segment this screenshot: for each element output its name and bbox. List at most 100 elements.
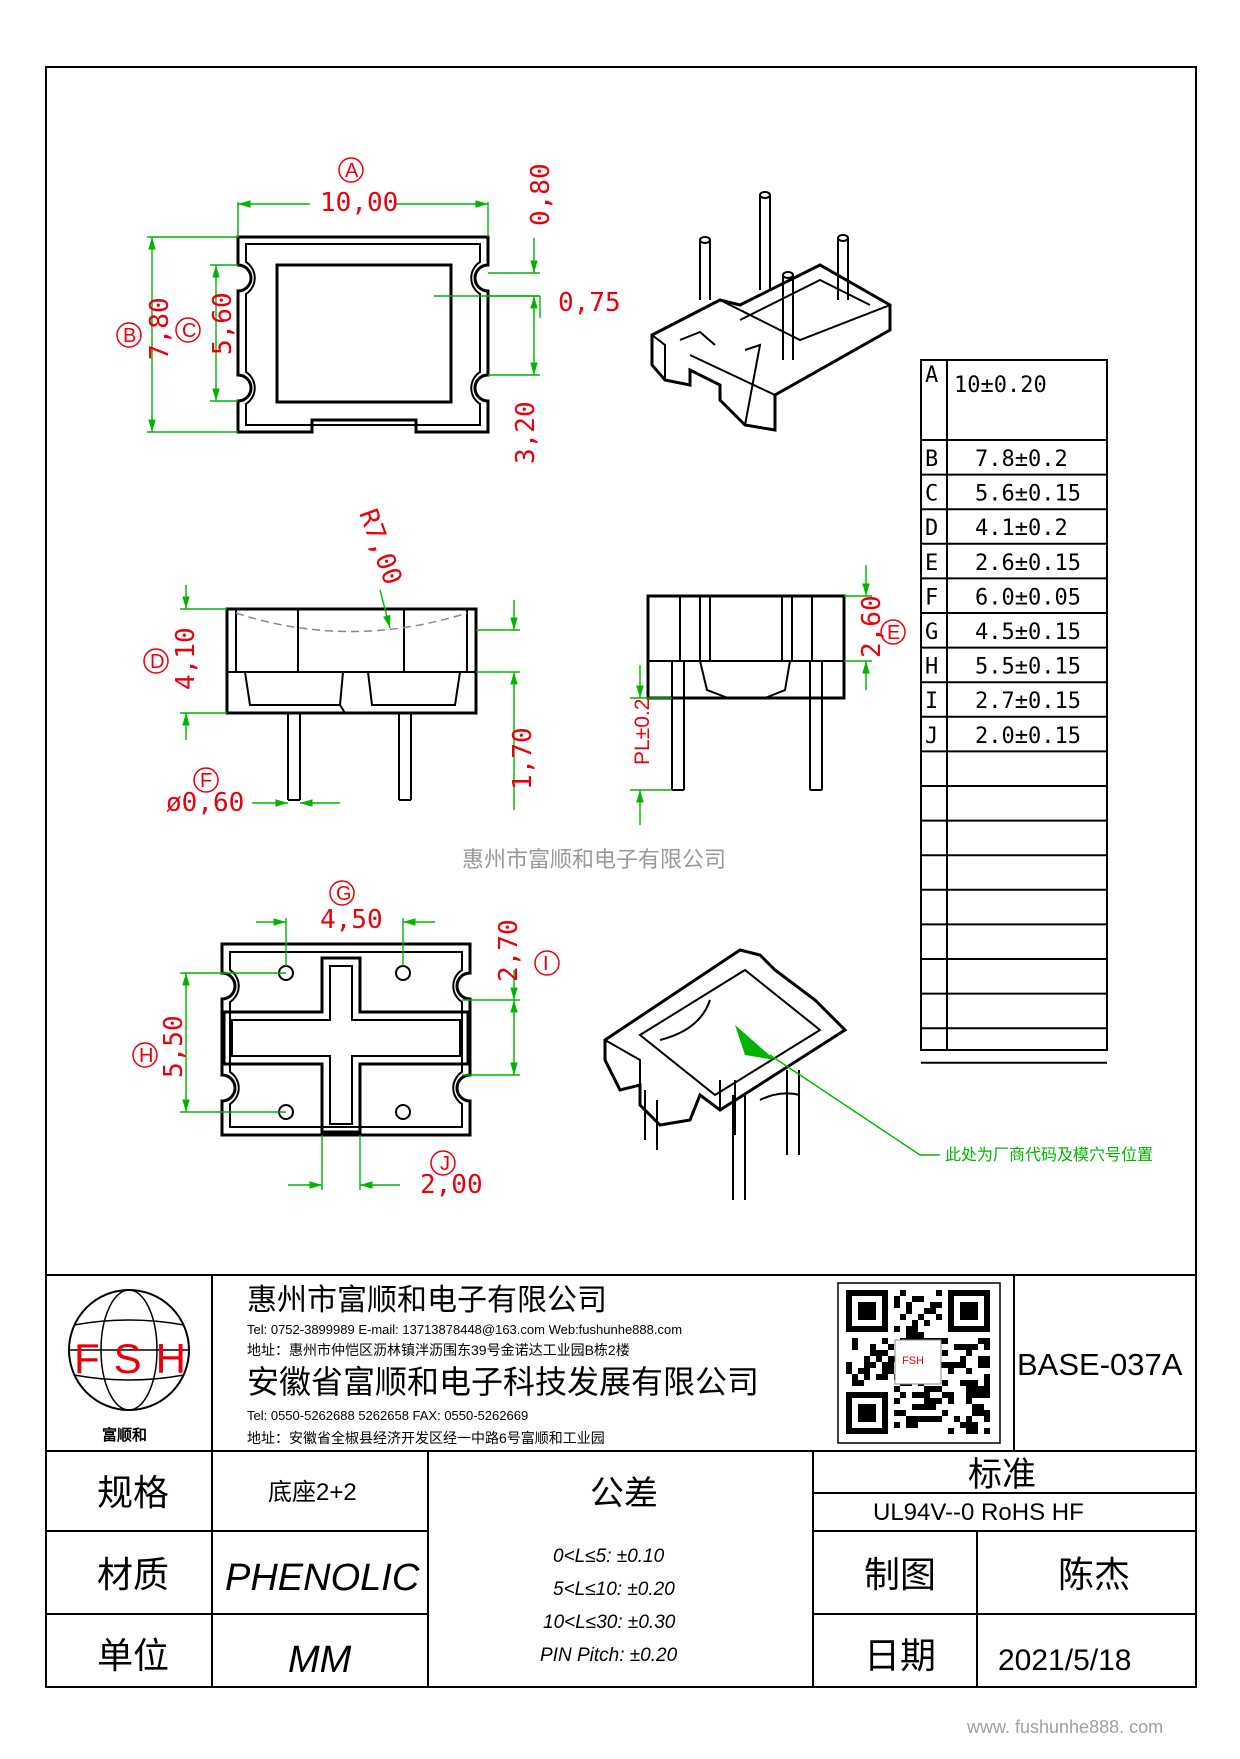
- qr-module: [906, 1416, 912, 1422]
- qr-module: [924, 1416, 930, 1422]
- qr-module: [960, 1356, 966, 1362]
- spec-value: 底座2+2: [268, 1479, 357, 1506]
- qr-module: [966, 1368, 972, 1374]
- qr-module: [912, 1326, 918, 1332]
- qr-module: [906, 1422, 912, 1428]
- qr-module: [924, 1404, 930, 1410]
- svg-text:E: E: [887, 622, 900, 644]
- qr-module: [966, 1386, 972, 1392]
- qr-module: [972, 1344, 978, 1350]
- label-e-marker: E: [880, 619, 906, 645]
- qr-module: [936, 1302, 942, 1308]
- qr-module: [906, 1332, 912, 1338]
- svg-text:G: G: [336, 883, 352, 905]
- label-d-marker: D: [143, 648, 169, 674]
- qr-module: [966, 1392, 972, 1398]
- qr-module: [858, 1380, 864, 1386]
- dim-h-value: 5,50: [159, 1015, 189, 1078]
- spec-row-label: A: [925, 363, 938, 388]
- qr-module: [912, 1320, 918, 1326]
- qr-module: [966, 1416, 972, 1422]
- spec-row-value: 5.5±0.15: [975, 655, 1081, 680]
- dim-c-value: 5,60: [208, 292, 238, 355]
- qr-module: [930, 1308, 936, 1314]
- qr-module: [918, 1332, 924, 1338]
- qr-module: [960, 1380, 966, 1386]
- logo-caption: 富顺和: [102, 1426, 147, 1444]
- spec-row-label: G: [925, 620, 938, 645]
- qr-module: [942, 1338, 948, 1344]
- qr-module: [966, 1344, 972, 1350]
- qr-module: [882, 1374, 888, 1380]
- qr-module: [936, 1398, 942, 1404]
- qr-module: [924, 1320, 930, 1326]
- qr-module: [924, 1308, 930, 1314]
- qr-module: [966, 1380, 972, 1386]
- qr-module: [852, 1374, 858, 1380]
- dim-pl-value: PL±0.2: [631, 699, 654, 765]
- qr-module: [852, 1338, 858, 1344]
- spec-row-value: 5.6±0.15: [975, 482, 1081, 507]
- title-block: FSH 富顺和 惠州市富顺和电子有限公司 Tel: 0752-3899989 E…: [46, 1274, 1196, 1687]
- qr-module: [864, 1356, 870, 1362]
- qr-finder: [858, 1302, 876, 1320]
- bottom-view: 4,50 2,70 5,50 2,00 G H I J: [132, 880, 560, 1200]
- qr-module: [984, 1344, 990, 1350]
- spec-row-label: J: [925, 724, 938, 749]
- qr-module: [954, 1362, 960, 1368]
- label-c-marker: C: [175, 317, 201, 343]
- qr-module: [906, 1302, 912, 1308]
- qr-module: [984, 1428, 990, 1434]
- qr-module: [912, 1422, 918, 1428]
- qr-module: [918, 1416, 924, 1422]
- qr-module: [894, 1398, 900, 1404]
- part-number: BASE-037A: [1017, 1347, 1183, 1382]
- qr-module: [876, 1350, 882, 1356]
- qr-module: [870, 1344, 876, 1350]
- qr-module: [954, 1344, 960, 1350]
- qr-module: [972, 1380, 978, 1386]
- qr-module: [966, 1350, 972, 1356]
- qr-module: [882, 1362, 888, 1368]
- qr-finder: [858, 1404, 876, 1422]
- qr-module: [894, 1386, 900, 1392]
- drawn-value: 陈杰: [1058, 1555, 1130, 1596]
- side-view: 2,60 PL±0.2 E: [630, 565, 906, 825]
- callout-text: 此处为厂商代码及模穴号位置: [945, 1146, 1153, 1164]
- qr-module: [864, 1362, 870, 1368]
- qr-module: [978, 1356, 984, 1362]
- tolerance-line: 10<L≤30: ±0.30: [543, 1612, 676, 1633]
- qr-module: [888, 1344, 894, 1350]
- spec-row-label: B: [925, 447, 938, 472]
- qr-module: [918, 1404, 924, 1410]
- qr-module: [852, 1344, 858, 1350]
- spec-row-value: 2.7±0.15: [975, 689, 1081, 714]
- tolerance-line: 0<L≤5: ±0.10: [553, 1546, 665, 1567]
- dim-r-value: R7,00: [352, 505, 407, 589]
- qr-module: [984, 1386, 990, 1392]
- date-value: 2021/5/18: [998, 1644, 1131, 1677]
- label-b-marker: B: [116, 322, 142, 348]
- qr-module: [918, 1296, 924, 1302]
- spec-row-value: 4.5±0.15: [975, 620, 1081, 645]
- dim-g-value: 4,50: [320, 905, 383, 935]
- dim-side-low-value: 1,70: [508, 727, 538, 790]
- spec-row-label: F: [925, 585, 938, 610]
- qr-module: [864, 1368, 870, 1374]
- iso-view-top-face: 此处为厂商代码及模穴号位置: [603, 948, 1153, 1200]
- company1-contact: Tel: 0752-3899989 E-mail: 13713878448@16…: [247, 1322, 682, 1337]
- qr-module: [858, 1368, 864, 1374]
- qr-module: [978, 1392, 984, 1398]
- unit-value: MM: [288, 1639, 352, 1681]
- qr-module: [894, 1302, 900, 1308]
- qr-module: [984, 1374, 990, 1380]
- qr-module: [876, 1356, 882, 1362]
- qr-module: [948, 1428, 954, 1434]
- qr-module: [978, 1410, 984, 1416]
- qr-module: [912, 1332, 918, 1338]
- qr-module: [912, 1404, 918, 1410]
- qr-module: [906, 1308, 912, 1314]
- qr-module: [984, 1338, 990, 1344]
